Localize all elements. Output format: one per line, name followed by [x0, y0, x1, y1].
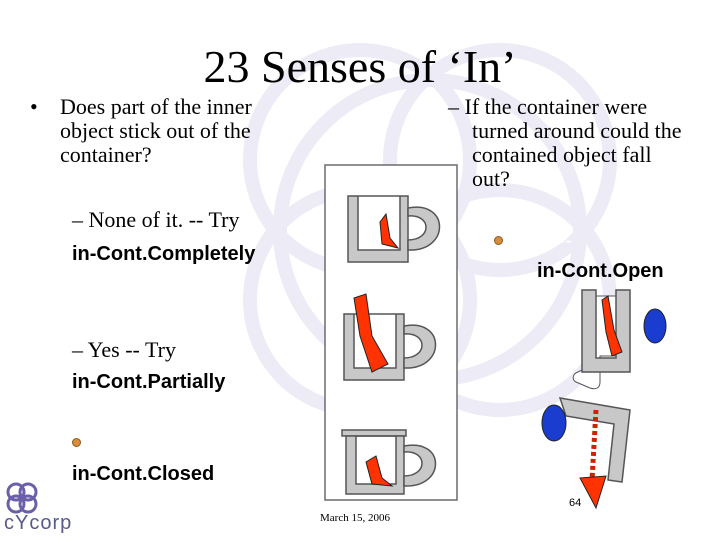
- cycorp-logo-icon: [6, 482, 38, 514]
- left-question: Does part of the inner object stick out …: [60, 95, 252, 167]
- bullet-dot: [494, 236, 503, 245]
- footer-date: March 15, 2006: [320, 512, 390, 524]
- left-question-line: container?: [60, 142, 152, 167]
- left-question-line: Does part of the inner: [60, 94, 252, 119]
- cycorp-logo-text: cYcorp: [4, 512, 73, 534]
- option-yes-text: – Yes -- Try: [72, 337, 176, 362]
- left-bullet-marker: •: [30, 94, 38, 119]
- right-answer-text: Yes --: [520, 227, 573, 252]
- option-yes-sense: in-Cont.Partially: [72, 371, 226, 393]
- option-none-sense: in-Cont.Completely: [72, 243, 256, 265]
- right-question-line: out?: [472, 166, 510, 191]
- right-question-line: – If the container were: [448, 94, 648, 119]
- option-none-text: – None of it. -- Try: [72, 207, 240, 232]
- slide-title: 23 Senses of ‘In’: [203, 41, 517, 92]
- right-answer-sense: in-Cont.Open: [537, 260, 664, 282]
- page-number: 64: [569, 497, 582, 509]
- mug-completely-icon: [347, 195, 441, 263]
- mug-closed-icon: [341, 429, 437, 495]
- right-question-line: turned around could the: [472, 118, 682, 143]
- turned-container-icon: [541, 397, 631, 510]
- open-container-icon: [572, 289, 667, 390]
- left-question-line: object stick out of the: [60, 118, 251, 143]
- right-question: – If the container were turned around co…: [448, 95, 682, 191]
- option-no-sense: in-Cont.Closed: [72, 463, 215, 485]
- option-no-text: – No -- Try: [88, 430, 188, 455]
- mug-partially-icon: [343, 293, 437, 381]
- bullet-dot: [72, 438, 81, 447]
- right-question-line: contained object fall: [472, 142, 652, 167]
